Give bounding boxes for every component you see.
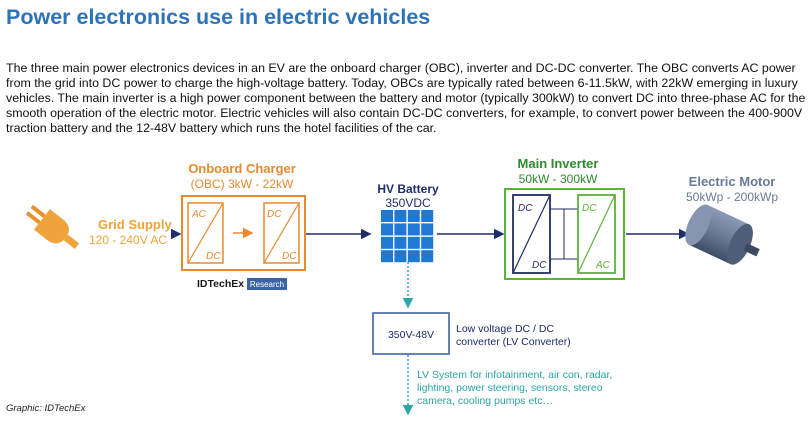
inverter-right-bottom-label: AC [595, 260, 611, 271]
battery-cell [421, 236, 434, 249]
lv-system-line1: LV System for infotainment, air con, rad… [417, 369, 612, 381]
obc-box [181, 195, 306, 271]
motor-rating: 50kWp - 200kWp [686, 190, 778, 204]
battery-cell [381, 236, 393, 249]
inverter-left-top-label: DC [518, 203, 533, 214]
grid-supply-name: Grid Supply [98, 217, 172, 232]
obc-out-bottom-label: DC [282, 251, 297, 262]
battery-cell [381, 210, 393, 222]
lv-converter-desc-line2: converter (LV Converter) [456, 336, 571, 348]
inverter-box [504, 188, 625, 280]
logo-badge: Research [250, 280, 284, 289]
inverter-left-bottom-label: DC [532, 260, 547, 271]
battery-cell [421, 223, 434, 236]
battery-cell [421, 250, 434, 263]
battery-cell [407, 223, 420, 236]
obc-dc-dc-stage: DC DC [263, 202, 300, 264]
motor-cylinder-icon [685, 204, 760, 265]
battery-cell [394, 210, 407, 222]
battery-cell [394, 250, 407, 263]
battery-cell [407, 210, 420, 222]
battery-rating: 350VDC [385, 196, 431, 210]
inverter-ac-stage: DC AC [577, 194, 616, 274]
lv-converter-desc-line1: Low voltage DC / DC [456, 323, 554, 335]
battery-cell [381, 250, 393, 263]
obc-in-bottom-label: DC [206, 251, 221, 262]
obc-in-top-label: AC [191, 209, 207, 220]
battery-grid-icon [381, 210, 434, 263]
plug-icon [26, 205, 80, 249]
inverter-dc-stage: DC DC [512, 194, 551, 274]
battery-cell [407, 250, 420, 263]
inverter-name: Main Inverter [518, 156, 599, 171]
inverter-right-top-label: DC [582, 203, 597, 214]
idtechex-logo: IDTechEx Research [197, 278, 287, 290]
lv-system-line3: camera, cooling pumps etc… [417, 395, 553, 407]
motor-name: Electric Motor [689, 174, 776, 189]
inverter-rating: 50kW - 300kW [519, 172, 598, 186]
battery-name: HV Battery [377, 182, 439, 196]
lv-converter-box [372, 312, 450, 355]
page-title: Power electronics use in electric vehicl… [6, 5, 431, 29]
battery-cell [421, 210, 434, 222]
obc-rating: (OBC) 3kW - 22kW [191, 177, 294, 191]
lv-system-line2: lighting, power steering, sensors, stere… [417, 382, 603, 394]
battery-cell [407, 236, 420, 249]
intro-paragraph: The three main power electronics devices… [6, 61, 806, 135]
logo-brand: IDTechEx [197, 278, 244, 290]
lv-converter-box-label: 350V-48V [388, 329, 434, 341]
grid-supply-rating: 120 - 240V AC [89, 233, 167, 247]
obc-ac-dc-stage: AC DC [187, 202, 224, 264]
battery-cell [394, 223, 407, 236]
battery-cell [394, 236, 407, 249]
inverter-connector [550, 208, 578, 260]
battery-cell [381, 223, 393, 236]
graphic-credit: Graphic: IDTechEx [6, 403, 86, 414]
obc-name: Onboard Charger [188, 161, 296, 176]
obc-out-top-label: DC [267, 209, 282, 220]
